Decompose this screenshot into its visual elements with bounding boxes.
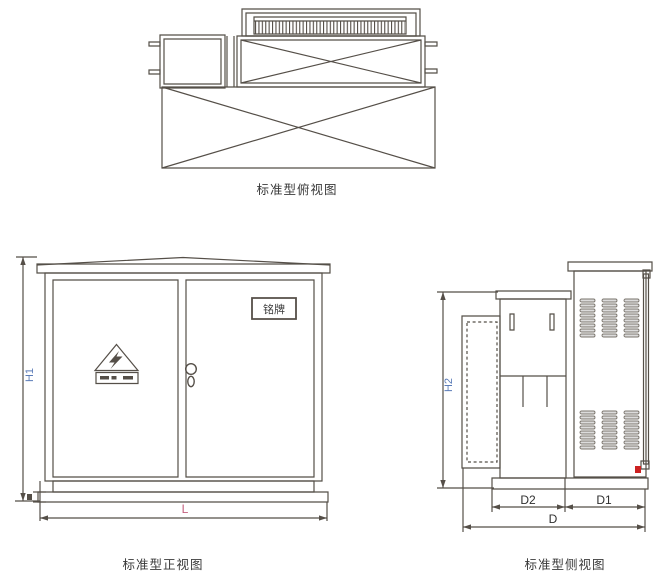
- compartment-divider: [227, 36, 234, 87]
- nameplate-label: 铭牌: [263, 304, 285, 316]
- louver-column: [601, 298, 618, 338]
- dimension-H1: [15, 257, 40, 501]
- left-door: [53, 280, 178, 477]
- louver-column: [579, 410, 596, 450]
- side-view-caption: 标准型侧视图: [524, 558, 606, 572]
- top-view-drawing: [140, 0, 450, 200]
- top-main-body: [162, 87, 435, 168]
- front-base: [38, 481, 328, 502]
- hinge-bottom: [641, 461, 649, 469]
- dim-label-D2: D2: [520, 493, 536, 507]
- roof-vent-grille: [242, 9, 420, 36]
- louver-column: [623, 410, 640, 450]
- top-transformer-compartment: [237, 36, 425, 87]
- side-mid-compartment: [496, 291, 571, 478]
- dim-label-D: D: [548, 512, 558, 526]
- dimension-H2: [437, 292, 498, 488]
- vent-slot: [510, 314, 514, 330]
- top-left-compartment: [160, 35, 225, 88]
- vent-slot: [550, 314, 554, 330]
- dim-label-L: L: [181, 502, 189, 516]
- red-indicator: [635, 466, 641, 473]
- padlock-handle-icon: [186, 364, 197, 387]
- nameplate-frame: [252, 298, 296, 319]
- side-base: [492, 478, 648, 489]
- dimension-D: [463, 468, 645, 532]
- louver-column: [601, 410, 618, 450]
- open-door-outline: [462, 316, 500, 468]
- front-view-caption: 标准型正视图: [122, 558, 204, 572]
- side-view-drawing: [430, 250, 670, 545]
- front-roof: [37, 258, 330, 274]
- front-view-drawing: [8, 245, 345, 535]
- high-voltage-warning-icon: [95, 345, 138, 384]
- dim-label-D1: D1: [596, 493, 612, 507]
- door-edge-strip: [644, 274, 649, 464]
- lifting-lugs: [149, 42, 437, 74]
- louver-column: [623, 298, 640, 338]
- right-door: [186, 280, 314, 477]
- dim-label-H1: H1: [24, 367, 36, 383]
- side-tall-cabinet: [568, 262, 652, 477]
- louver-column: [579, 298, 596, 338]
- dimension-L: [40, 481, 327, 521]
- top-view-caption: 标准型俯视图: [256, 183, 338, 197]
- hinge-top: [643, 270, 650, 278]
- dimension-D2-D1: [492, 478, 645, 532]
- louver-vents: [579, 298, 640, 450]
- dim-label-H2: H2: [443, 377, 455, 393]
